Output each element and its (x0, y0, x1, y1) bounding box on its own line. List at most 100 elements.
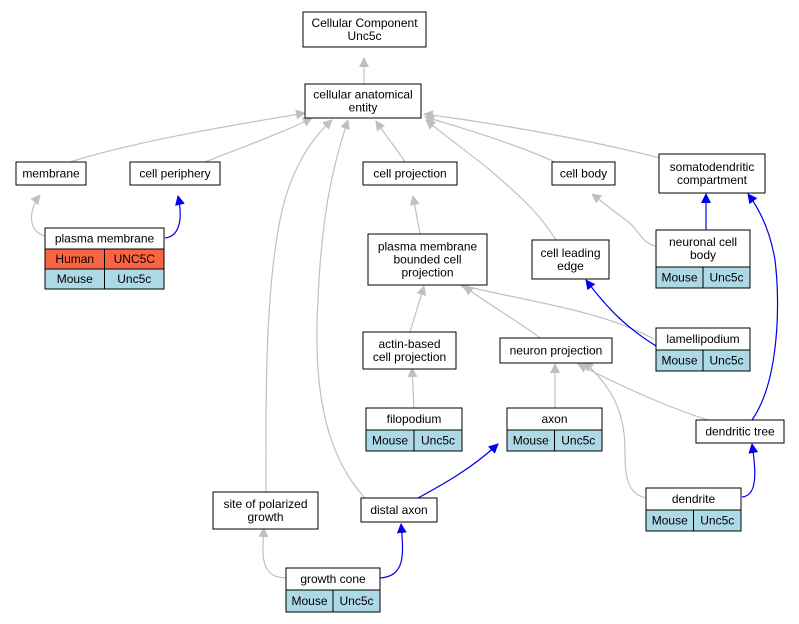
node-neuron-projection[interactable]: neuron projection (499, 337, 613, 364)
gene-cell: UNC5C (104, 248, 165, 270)
node-axon[interactable]: axon (506, 407, 603, 431)
node-box (551, 161, 616, 186)
edge-membrane-cae (69, 109, 306, 163)
edge-cellproj-cae (375, 120, 406, 163)
cell-box (702, 266, 751, 289)
gene-cell: Unc5c (104, 268, 165, 290)
node-label-line: neuronal cell (669, 235, 737, 249)
cell-text: Unc5c (709, 354, 743, 368)
species-cell: Mouse (506, 429, 555, 452)
species-cell: Mouse (655, 349, 704, 372)
cell-text: UNC5C (114, 252, 156, 266)
node-label-line: axon (541, 412, 567, 426)
node-growth-cone[interactable]: growth cone (285, 567, 381, 591)
node-plasma-membrane[interactable]: plasma membrane (44, 227, 165, 250)
node-membrane[interactable]: membrane (15, 161, 87, 186)
cell-text: Mouse (661, 354, 697, 368)
node-label-line: cell projection (373, 350, 446, 364)
node-label-line: cellular anatomical (313, 88, 412, 102)
node-label-line: cell periphery (139, 167, 210, 181)
edge-filo-actin (407, 367, 418, 409)
species-table-filopodium: Mouse Unc5c (365, 429, 463, 452)
node-label-line: Unc5c (347, 29, 381, 43)
gene-cell: Unc5c (413, 429, 463, 452)
node-label-line: plasma membrane (55, 232, 155, 246)
gene-cell: Unc5c (693, 509, 742, 532)
edge-distal-axon (417, 443, 499, 499)
cell-text: Mouse (57, 272, 93, 286)
species-cell: Human (44, 248, 105, 270)
node-label-line: body (690, 248, 716, 262)
node-box (695, 419, 785, 444)
node-distal-axon[interactable]: distal axon (360, 497, 438, 523)
cell-box (554, 429, 603, 452)
node-box (367, 233, 488, 286)
node-lamellipodium[interactable]: lamellipodium (655, 327, 751, 351)
species-table-neuronal-cell-body: Mouse Unc5c (655, 266, 751, 289)
node-label-line: plasma membrane (378, 240, 478, 254)
gene-cell: Unc5c (702, 349, 751, 372)
cell-text: Unc5c (700, 514, 734, 528)
node-label-line: somatodendritic (670, 160, 755, 174)
species-table-plasma-membrane: Human UNC5C Mouse Unc5c (44, 248, 165, 290)
node-dendrite[interactable]: dendrite (645, 487, 742, 511)
cell-text: Unc5c (117, 272, 151, 286)
edges (30, 57, 779, 579)
node-box (302, 11, 427, 48)
edge-plasmamem-membrane (30, 194, 46, 237)
node-box (129, 161, 221, 186)
edge-distal-cae (316, 119, 366, 499)
edge-pmbcp-cellproj (409, 195, 421, 235)
node-label-line: cell leading (540, 246, 600, 260)
node-box (655, 229, 751, 268)
species-cell: Mouse (365, 429, 415, 452)
edge-lamelli-leading (585, 279, 657, 347)
edge-actin-pmbcp (409, 285, 427, 333)
cell-text: Unc5c (709, 271, 743, 285)
node-filopodium[interactable]: filopodium (365, 407, 463, 431)
edge-somato-cae (423, 110, 661, 159)
species-table-lamellipodium: Mouse Unc5c (655, 349, 751, 372)
node-cell-periphery[interactable]: cell periphery (129, 161, 221, 186)
gene-cell: Unc5c (332, 589, 381, 613)
node-label-line: compartment (677, 173, 748, 187)
cell-text: Unc5c (421, 434, 455, 448)
node-label-line: entity (349, 101, 378, 115)
species-cell: Mouse (645, 509, 694, 532)
cell-text: Mouse (652, 514, 688, 528)
node-box (499, 337, 613, 364)
edge-cellperiph-cae (204, 117, 313, 163)
node-dendritic-tree[interactable]: dendritic tree (695, 419, 785, 444)
gene-cell: Unc5c (554, 429, 603, 452)
node-label-line: actin-based (378, 337, 440, 351)
cell-box (332, 589, 381, 613)
node-cell-body[interactable]: cell body (551, 161, 616, 186)
node-label-line: site of polarized (223, 497, 307, 511)
node-box (362, 331, 457, 370)
species-cell: Mouse (655, 266, 704, 289)
node-label-line: dendrite (672, 492, 716, 506)
cell-text: Unc5c (339, 594, 373, 608)
edge-lamelli-pmbcp (459, 282, 655, 340)
node-label-line: growth (247, 510, 283, 524)
edge-growthcone-distal (379, 523, 407, 579)
node-box (531, 239, 610, 280)
cell-box (702, 349, 751, 372)
node-box (15, 161, 87, 186)
node-box (304, 83, 422, 119)
cell-box (693, 509, 742, 532)
cell-box (413, 429, 463, 452)
node-cell-projection[interactable]: cell projection (362, 161, 458, 186)
